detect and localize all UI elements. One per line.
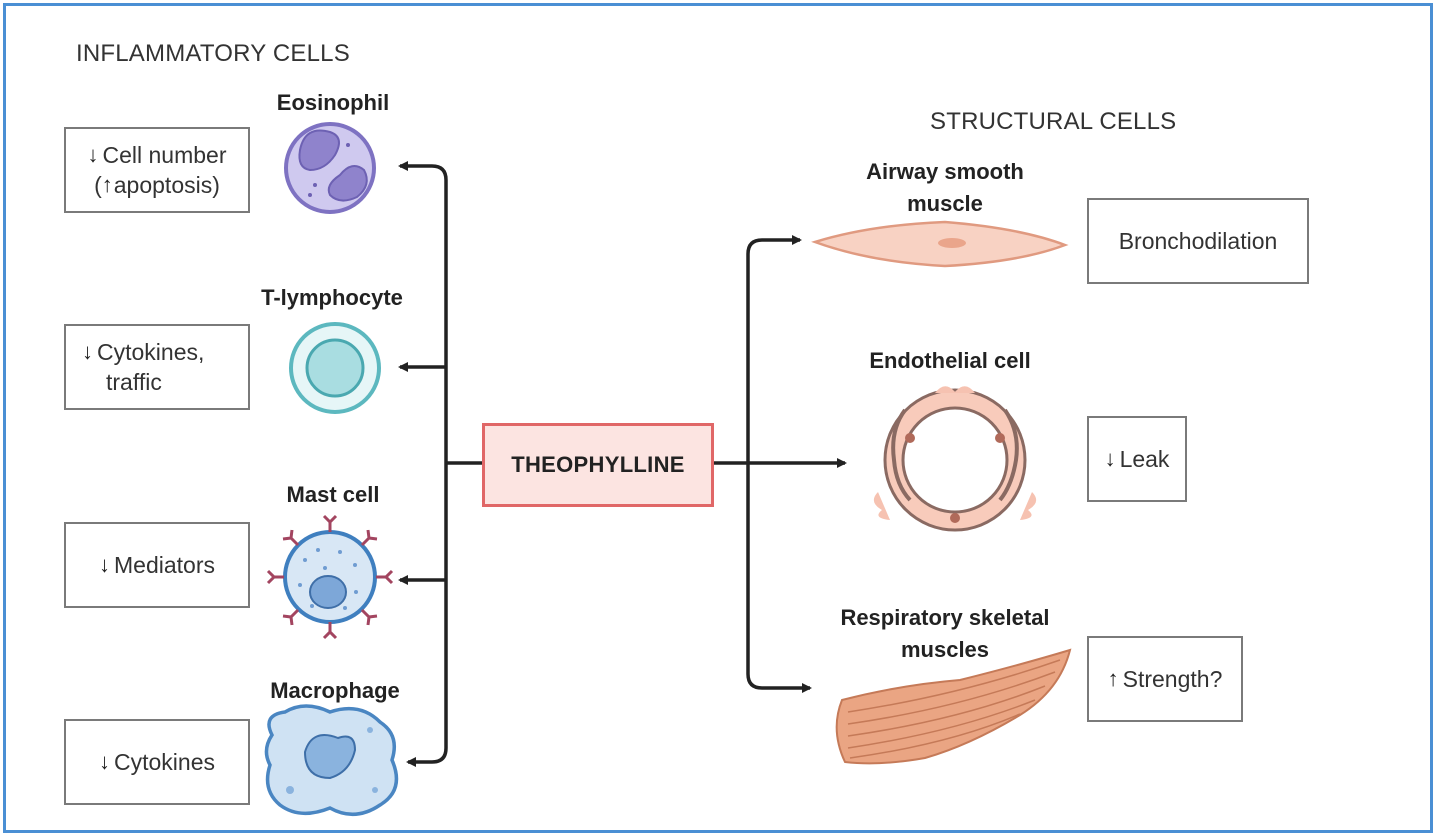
airway-smooth-muscle-icon [811,220,1069,268]
eosinophil-effect-box: ↓Cell number (↑apoptosis) [64,127,250,213]
right-connectors [714,235,847,693]
t-lymphocyte-effect-line1: Cytokines, [97,339,205,365]
up-arrow-icon: ↑ [101,172,113,197]
airway-smooth-muscle-label: Airway smooth muscle [830,156,1060,220]
eosinophil-effect-line2: apoptosis) [113,172,220,198]
arrow-to-macrophage [406,463,448,767]
down-arrow-icon: ↓ [99,552,110,577]
macrophage-effect-box: ↓Cytokines [64,719,250,805]
bronchodilation-text: Bronchodilation [1118,228,1278,254]
eosinophil-effect-line1: Cell number [102,142,227,168]
airway-smooth-muscle-label-line1: Airway smooth [866,159,1024,184]
macrophage-label: Macrophage [270,678,400,703]
eosinophil-label: Eosinophil [276,90,390,115]
up-arrow-icon: ↑ [1107,666,1119,691]
arrow-to-skeletal-muscle [746,463,812,693]
t-lymphocyte-effect-box: ↓Cytokines, traffic [64,324,250,410]
arrow-to-eosinophil [398,161,448,463]
strength-box: ↑Strength? [1087,636,1243,722]
strength-text: Strength? [1122,666,1223,692]
skeletal-muscle-label-line1: Respiratory skeletal [840,605,1050,630]
down-arrow-icon: ↓ [87,142,99,167]
down-arrow-icon: ↓ [1104,446,1116,471]
macrophage-icon [264,704,399,816]
bronchodilation-box: Bronchodilation [1087,198,1309,284]
eosinophil-icon [284,122,376,214]
diagram-frame [3,3,1433,833]
left-connectors [398,161,482,767]
endothelial-cell-icon [873,386,1037,532]
leak-box: ↓Leak [1087,416,1187,502]
arrow-to-airway-smooth-muscle [746,235,802,463]
section-title-inflammatory: INFLAMMATORY CELLS [76,40,350,67]
t-lymphocyte-label: T-lymphocyte [261,285,403,310]
airway-smooth-muscle-label-line2: muscle [907,191,983,216]
section-title-structural: STRUCTURAL CELLS [930,108,1177,135]
leak-text: Leak [1119,446,1170,472]
t-lymphocyte-icon [289,322,381,414]
skeletal-muscle-icon [835,648,1072,765]
t-lymphocyte-effect-line2: traffic [106,369,162,395]
skeletal-muscle-label: Respiratory skeletal muscles [810,602,1080,666]
macrophage-effect-text: Cytokines [114,749,215,775]
mast-cell-effect-box: ↓Mediators [64,522,250,608]
down-arrow-icon: ↓ [99,749,110,774]
mast-cell-effect-text: Mediators [114,552,215,578]
mast-cell-icon [266,514,394,640]
eosinophil-effect-paren: ( [94,172,102,198]
down-arrow-icon: ↓ [82,339,93,364]
endothelial-cell-label: Endothelial cell [869,348,1031,373]
skeletal-muscle-label-line2: muscles [900,637,990,662]
theophylline-box: THEOPHYLLINE [482,423,714,507]
mast-cell-label: Mast cell [286,482,380,507]
